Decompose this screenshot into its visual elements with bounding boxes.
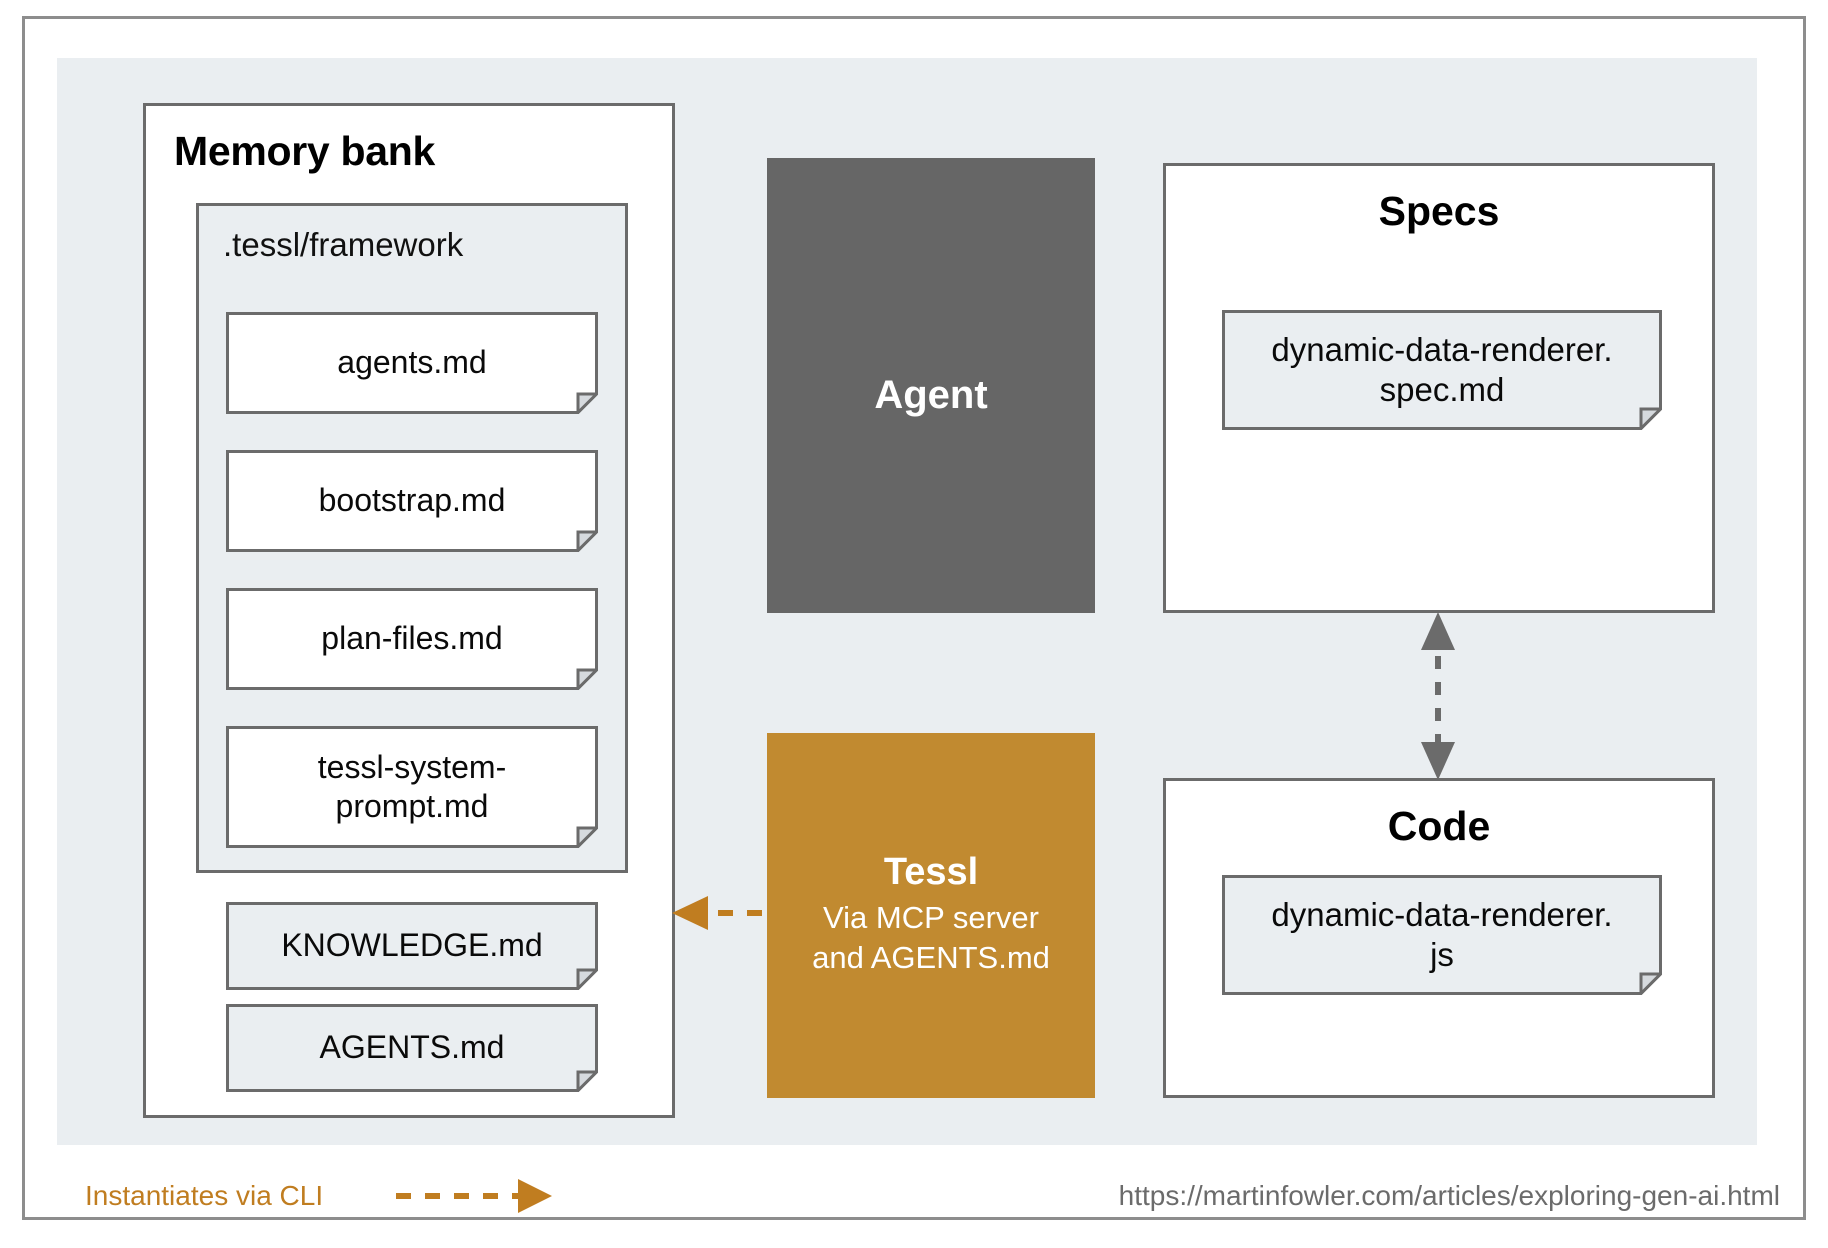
note-card-label: plan-files.md (321, 620, 503, 657)
note-card-bootstrap-md[interactable]: bootstrap.md (226, 450, 598, 552)
tessl-box[interactable]: Tessl Via MCP server and AGENTS.md (767, 733, 1095, 1098)
note-card-label: KNOWLEDGE.md (281, 927, 543, 964)
note-shape-icon (226, 588, 598, 690)
specs-title: Specs (1378, 188, 1500, 234)
note-card-spec-md[interactable]: dynamic-data-renderer. spec.md (1222, 310, 1662, 430)
note-card-label: AGENTS.md (319, 1029, 505, 1066)
tessl-title: Tessl (883, 851, 979, 894)
note-shape-icon (226, 726, 598, 848)
note-card-label: dynamic-data-renderer. js (1271, 895, 1613, 973)
tessl-subtitle: Via MCP server and AGENTS.md (812, 900, 1050, 976)
agent-box[interactable]: Agent (767, 158, 1095, 613)
note-shape-icon (1222, 310, 1662, 430)
note-card-label: dynamic-data-renderer. spec.md (1271, 330, 1613, 408)
note-card-agents-md[interactable]: agents.md (226, 312, 598, 414)
footer-legend-label: Instantiates via CLI (85, 1180, 324, 1211)
note-card-plan-files-md[interactable]: plan-files.md (226, 588, 598, 690)
note-card-renderer-js[interactable]: dynamic-data-renderer. js (1222, 875, 1662, 995)
note-shape-icon (1222, 875, 1662, 995)
note-shape-icon (226, 450, 598, 552)
tessl-framework-label: .tessl/framework (223, 226, 464, 263)
agent-label: Agent (874, 373, 988, 417)
note-shape-icon (226, 902, 598, 990)
note-card-label: tessl-system- prompt.md (317, 748, 507, 824)
code-title: Code (1387, 803, 1491, 849)
note-shape-icon (226, 1004, 598, 1092)
note-card-tessl-system-prompt-md[interactable]: tessl-system- prompt.md (226, 726, 598, 848)
note-card-knowledge-md[interactable]: KNOWLEDGE.md (226, 902, 598, 990)
footer-source-url: https://martinfowler.com/articles/explor… (1118, 1180, 1780, 1211)
note-card-agents-md-root[interactable]: AGENTS.md (226, 1004, 598, 1092)
note-card-label: bootstrap.md (318, 482, 506, 519)
note-card-label: agents.md (337, 344, 487, 381)
memory-bank-title: Memory bank (174, 128, 435, 174)
note-shape-icon (226, 312, 598, 414)
